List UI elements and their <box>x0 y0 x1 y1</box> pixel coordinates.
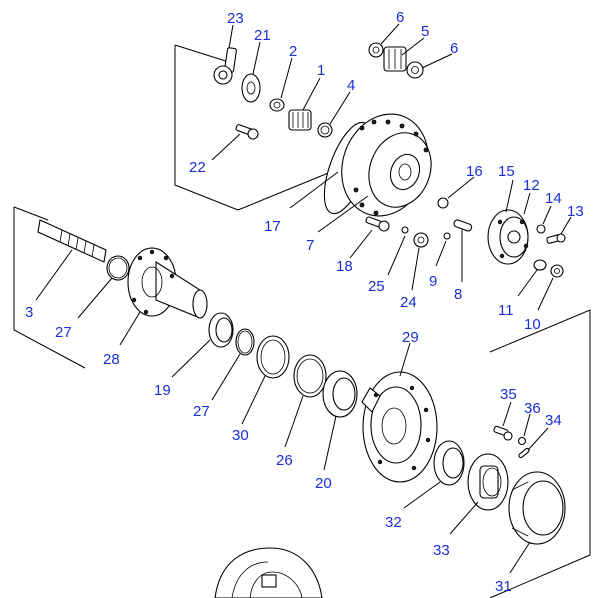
label-27-upper: 27 <box>55 324 72 341</box>
label-7: 7 <box>306 237 314 254</box>
label-15: 15 <box>498 163 515 180</box>
label-36: 36 <box>524 400 541 417</box>
label-17: 17 <box>264 218 281 235</box>
part-27-o-ring-upper <box>106 255 130 281</box>
part-26-seal-ring <box>293 354 327 398</box>
part-9-ring <box>443 232 451 240</box>
part-22-bolt <box>235 124 259 140</box>
label-13: 13 <box>567 203 584 220</box>
part-32-bearing <box>433 440 465 486</box>
part-36-washer <box>517 436 527 446</box>
part-20-bearing <box>322 370 358 418</box>
label-29: 29 <box>402 329 419 346</box>
part-2-ring <box>269 98 285 112</box>
part-10-plug <box>550 264 564 278</box>
part-27-o-ring-lower <box>235 328 255 356</box>
part-1-bearing <box>288 109 312 131</box>
label-16: 16 <box>466 163 483 180</box>
lower-housing-partial <box>214 547 323 598</box>
part-30-seal-ring <box>256 335 290 379</box>
part-6-nut-upper <box>368 42 384 58</box>
label-23: 23 <box>227 10 244 27</box>
label-31: 31 <box>495 578 512 595</box>
part-35-bolt <box>493 425 513 441</box>
label-30: 30 <box>232 427 249 444</box>
label-10: 10 <box>524 316 541 333</box>
label-6-lower: 6 <box>450 40 458 57</box>
label-32: 32 <box>385 514 402 531</box>
label-19: 19 <box>154 382 171 399</box>
label-4: 4 <box>347 77 355 94</box>
label-20: 20 <box>315 475 332 492</box>
part-18-bolt <box>365 216 390 232</box>
part-labels: 23 21 2 1 4 6 5 6 22 16 15 12 14 13 17 7… <box>25 9 584 595</box>
label-33: 33 <box>433 542 450 559</box>
label-2: 2 <box>289 43 297 60</box>
part-7-carrier-housing <box>341 113 432 217</box>
label-28: 28 <box>103 351 120 368</box>
label-21: 21 <box>254 27 271 44</box>
label-11: 11 <box>498 302 514 319</box>
label-34: 34 <box>545 412 562 429</box>
label-12: 12 <box>523 177 540 194</box>
part-19-seal <box>208 312 234 348</box>
label-9: 9 <box>429 273 437 290</box>
label-27-lower: 27 <box>193 403 210 420</box>
part-13-bolt <box>546 233 566 244</box>
part-5-bearing <box>383 46 407 72</box>
label-14: 14 <box>545 190 562 207</box>
part-29-ring-gear <box>361 371 438 483</box>
label-26: 26 <box>276 452 293 469</box>
label-18: 18 <box>336 258 353 275</box>
part-11-ring <box>533 259 547 271</box>
part-15-cover <box>487 209 529 265</box>
part-4-snap-ring <box>317 122 333 138</box>
part-16-nut <box>437 197 449 209</box>
label-24: 24 <box>400 294 417 311</box>
label-3: 3 <box>25 304 33 321</box>
label-25: 25 <box>368 278 385 295</box>
label-5: 5 <box>421 23 429 40</box>
part-23-bolt <box>213 47 237 85</box>
leader-lines <box>35 23 572 574</box>
part-25-ring <box>401 226 409 234</box>
part-24-nut <box>413 232 429 248</box>
label-1: 1 <box>317 62 325 79</box>
label-6-upper: 6 <box>396 9 404 26</box>
label-8: 8 <box>454 286 462 303</box>
part-6-nut-lower <box>406 61 424 79</box>
part-8-pin <box>453 219 473 232</box>
part-31-outer-ring <box>508 471 566 545</box>
part-3-axle-shaft <box>37 219 107 263</box>
label-22: 22 <box>189 159 206 176</box>
part-14-washer <box>536 224 546 234</box>
group-boundary-lines <box>13 44 591 598</box>
part-28-hub <box>127 247 208 319</box>
part-33-bearing-housing <box>467 453 509 511</box>
part-21-plate <box>241 73 261 103</box>
label-35: 35 <box>500 386 517 403</box>
